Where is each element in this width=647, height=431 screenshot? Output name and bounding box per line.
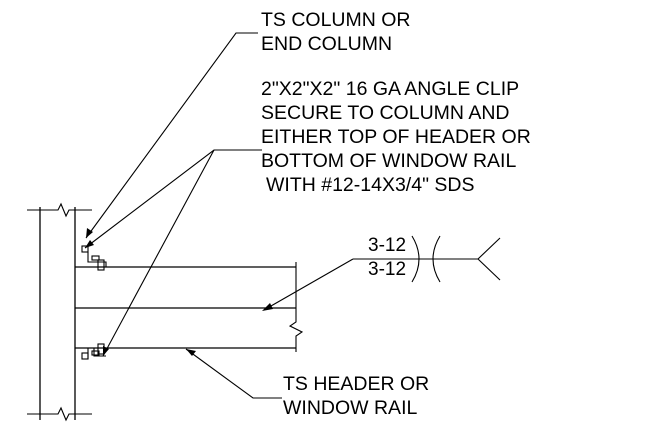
leader-clip bbox=[84, 149, 262, 357]
label-column-line-1: TS COLUMN OR bbox=[261, 9, 411, 31]
label-header-line-2: WINDOW RAIL bbox=[283, 397, 418, 419]
ts-header bbox=[75, 262, 304, 352]
label-clip-line-2: SECURE TO COLUMN AND bbox=[261, 102, 510, 124]
angle-clip-bottom bbox=[81, 343, 106, 360]
weld-symbol bbox=[262, 235, 501, 311]
label-clip-line-1: 2"X2"X2" 16 GA ANGLE CLIP bbox=[261, 78, 520, 100]
leader-header bbox=[185, 348, 282, 399]
ts-column bbox=[27, 202, 92, 422]
label-clip-line-3: EITHER TOP OF HEADER OR bbox=[261, 126, 531, 148]
weld-arrow-side-text: 3-12 bbox=[368, 235, 407, 256]
weld-other-side-text: 3-12 bbox=[368, 259, 407, 280]
label-header: TS HEADER OR WINDOW RAIL bbox=[283, 372, 429, 420]
label-header-line-1: TS HEADER OR bbox=[283, 373, 430, 395]
angle-clip-top bbox=[81, 245, 107, 271]
label-clip-line-5: WITH #12-14X3/4" SDS bbox=[266, 174, 475, 196]
label-column-line-2: END COLUMN bbox=[261, 33, 393, 55]
leader-column bbox=[85, 32, 258, 239]
label-clip-line-4: BOTTOM OF WINDOW RAIL bbox=[261, 150, 517, 172]
label-column: TS COLUMN OR END COLUMN bbox=[261, 8, 411, 56]
label-clip: 2"X2"X2" 16 GA ANGLE CLIP SECURE TO COLU… bbox=[261, 77, 531, 197]
